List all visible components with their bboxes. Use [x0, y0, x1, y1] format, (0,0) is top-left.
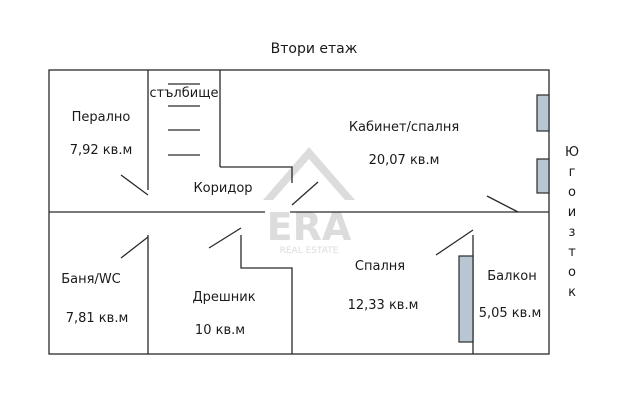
watermark-tagline: REAL ESTATE — [280, 246, 339, 256]
room-name-office-bedroom: Кабинет/спалня — [349, 120, 459, 135]
room-name-balcony: Балкон — [487, 269, 537, 284]
closet-wall — [240, 235, 293, 354]
orientation-letter: Ю — [565, 145, 579, 160]
orientation-letter: о — [568, 265, 576, 280]
room-area-laundry: 7,92 кв.м — [70, 143, 133, 158]
room-area-bathroom: 7,81 кв.м — [66, 311, 129, 326]
room-area-balcony: 5,05 кв.м — [479, 306, 542, 321]
door-office — [291, 181, 319, 206]
window-east-upper — [536, 94, 550, 132]
room-area-closet: 10 кв.м — [195, 323, 245, 338]
window-east-lower — [536, 158, 550, 194]
orientation-letter: к — [568, 285, 576, 300]
orientation-letter: и — [568, 205, 576, 220]
door-bedroom — [435, 229, 474, 256]
orientation-letter: г — [569, 165, 576, 180]
room-name-bathroom: Баня/WC — [61, 272, 121, 287]
door-swings — [120, 174, 519, 259]
watermark-roof-icon — [263, 147, 355, 200]
door-balcony — [486, 195, 519, 213]
orientation-letter: т — [568, 245, 576, 260]
orientation-letter: з — [569, 225, 576, 240]
corridor-step-wall — [220, 166, 293, 183]
door-closet — [208, 227, 242, 249]
door-bathroom — [120, 236, 149, 259]
room-name-bedroom: Спалня — [355, 259, 405, 274]
room-name-column: стълбище — [150, 86, 219, 101]
room-area-office-bedroom: 20,07 кв.м — [369, 153, 440, 168]
room-name-closet: Дрешник — [192, 290, 255, 305]
room-name-laundry: Перално — [72, 110, 131, 125]
orientation-label: Ю г о и з т о к — [565, 145, 579, 300]
windows — [458, 94, 550, 343]
room-labels: Перално 7,92 кв.м стълбище Коридор Кабин… — [61, 86, 541, 338]
window-balcony — [458, 255, 474, 343]
floor-title: Втори етаж — [271, 41, 358, 57]
room-name-corridor: Коридор — [193, 181, 252, 196]
watermark-logo: ERA REAL ESTATE — [263, 147, 355, 256]
orientation-letter: о — [568, 185, 576, 200]
door-laundry — [120, 174, 149, 196]
stair-treads — [168, 83, 200, 156]
room-area-bedroom: 12,33 кв.м — [348, 298, 419, 313]
